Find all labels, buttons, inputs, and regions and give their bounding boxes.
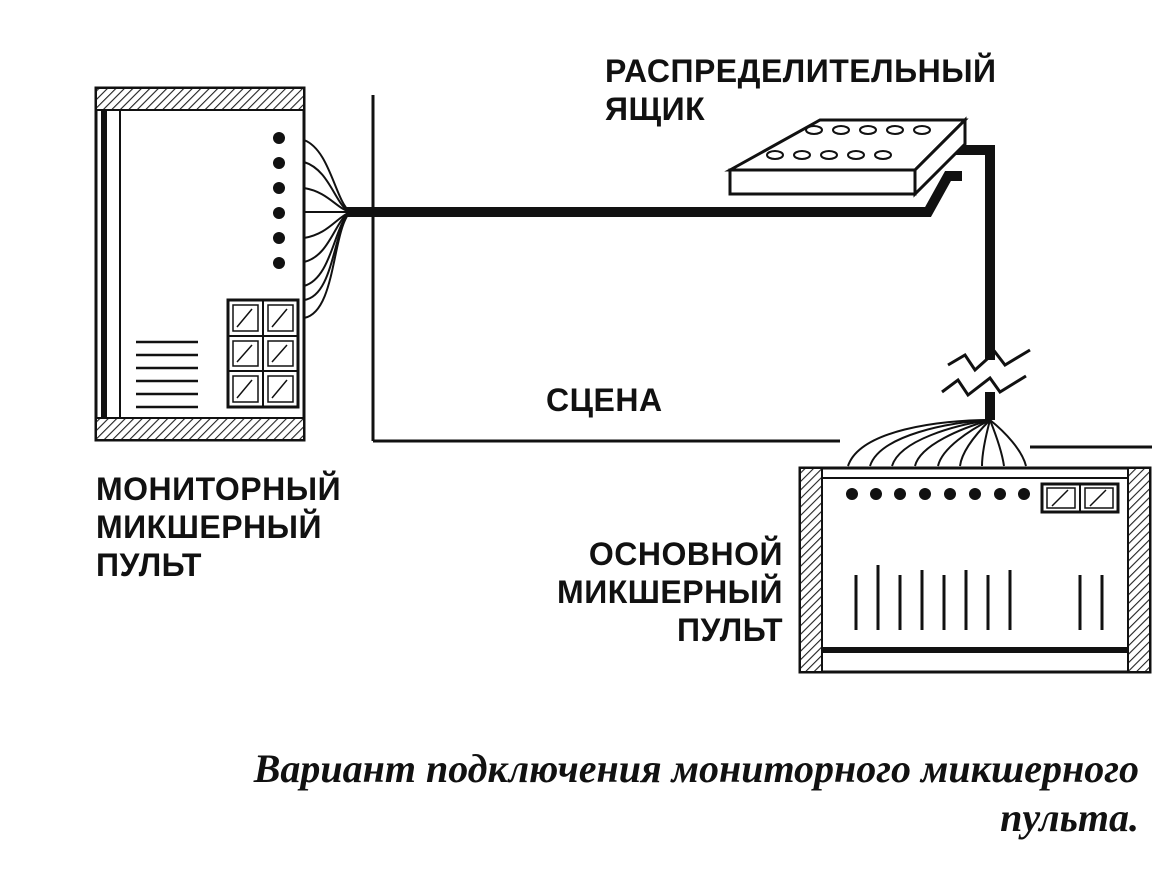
monitor-console-label-line-3: ПУЛЬТ xyxy=(96,547,202,583)
monitor-wire-fan xyxy=(303,139,351,319)
main-faders xyxy=(854,565,1104,630)
figure-caption-line-1: Вариант подключения мониторного микшерно… xyxy=(253,746,1139,791)
main-console-label-line-2: МИКШЕРНЫЙ xyxy=(557,574,783,610)
main-mixing-console xyxy=(798,466,1152,674)
distribution-box-label: РАСПРЕДЕЛИТЕЛЬНЫЙ ЯЩИК xyxy=(605,52,997,128)
monitor-console-label-line-1: МОНИТОРНЫЙ xyxy=(96,471,342,507)
figure-caption-line-2: пульта. xyxy=(1000,795,1139,840)
cable-break xyxy=(941,348,1031,398)
main-meter-bridge xyxy=(1040,482,1120,514)
monitor-console-label-line-2: МИКШЕРНЫЙ xyxy=(96,509,322,545)
distribution-box xyxy=(724,116,969,198)
main-wire-fan xyxy=(847,419,1027,467)
figure-caption: Вариант подключения мониторного микшерно… xyxy=(254,744,1139,842)
main-console-label-line-1: ОСНОВНОЙ xyxy=(588,536,783,572)
distribution-box-label-line-1: РАСПРЕДЕЛИТЕЛЬНЫЙ xyxy=(605,53,997,89)
main-channel-dots xyxy=(846,488,1030,500)
stage-outline xyxy=(371,95,1152,449)
monitor-faders xyxy=(136,340,198,409)
monitor-mixing-console xyxy=(94,86,306,442)
monitor-channel-dots xyxy=(273,132,285,269)
distribution-box-label-line-2: ЯЩИК xyxy=(605,91,706,127)
stage-label: СЦЕНА xyxy=(546,382,663,418)
monitor-meter-bridge xyxy=(226,298,300,409)
main-console-label: ОСНОВНОЙ МИКШЕРНЫЙ ПУЛЬТ xyxy=(540,535,783,649)
monitor-console-label: МОНИТОРНЫЙ МИКШЕРНЫЙ ПУЛЬТ xyxy=(96,470,341,584)
main-console-label-line-3: ПУЛЬТ xyxy=(677,612,783,648)
